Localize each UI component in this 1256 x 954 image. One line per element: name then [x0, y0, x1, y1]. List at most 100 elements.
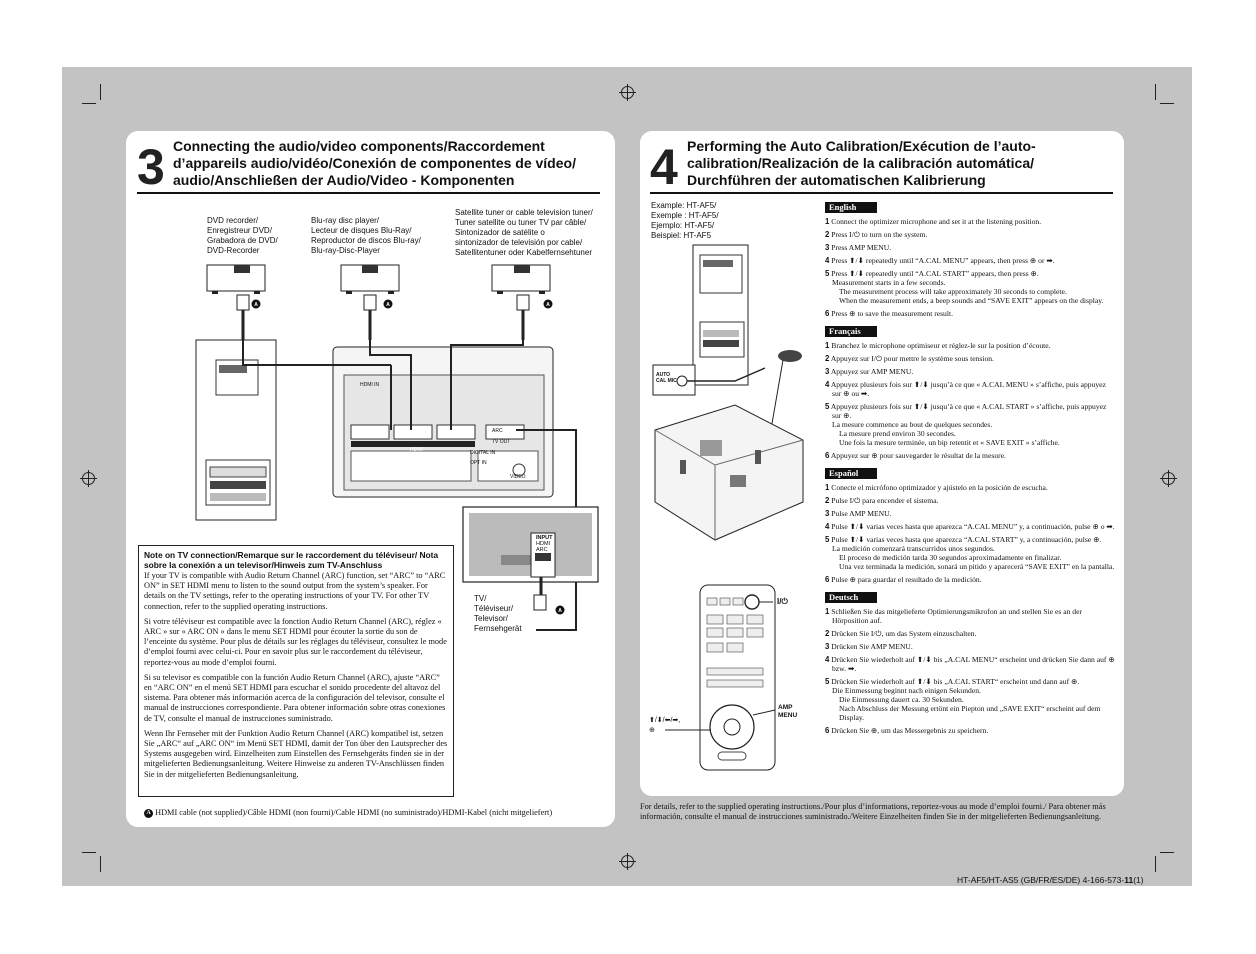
- language-header: Français: [825, 326, 877, 337]
- step-number: 2: [825, 496, 830, 505]
- note-paragraph-en: If your TV is compatible with Audio Retu…: [144, 571, 446, 611]
- bottom-note: For details, refer to the supplied opera…: [640, 802, 1106, 821]
- panel-label-hdmi-in: HDMI IN: [360, 382, 380, 388]
- crop-mark: [82, 852, 96, 853]
- dvd-recorder-icon: [206, 264, 266, 294]
- calibration-diagram: [652, 244, 804, 771]
- step-item: 1 Connect the optimizer microphone and s…: [825, 217, 1115, 226]
- step-number: 6: [825, 309, 830, 318]
- language-header: Español: [825, 468, 877, 479]
- arrow-buttons-label: ⬆/⬇/⬅/➡, ⊕: [649, 717, 681, 734]
- step-item: 2 Pulse I/⏻ para encender el sistema.: [825, 496, 1115, 505]
- step-item: 2 Drücken Sie I/⏻, um das System einzusc…: [825, 629, 1115, 638]
- step-item: 1 Schließen Sie das mitgelieferte Optimi…: [825, 607, 1115, 625]
- step-number: 4: [825, 655, 830, 664]
- panel-title: Performing the Auto Calibration/Exécutio…: [687, 138, 1036, 188]
- registration-mark: [80, 470, 97, 487]
- step-number: 1: [825, 341, 830, 350]
- crop-mark: [1160, 103, 1174, 104]
- step-number: 2: [825, 230, 830, 239]
- step-text: Connect the optimizer microphone and set…: [831, 217, 1042, 226]
- step-number: 5: [825, 535, 830, 544]
- step-number: 2: [825, 629, 830, 638]
- subwoofer-unit-icon: [195, 339, 277, 521]
- step-item: 3 Drücken Sie AMP MENU.: [825, 642, 1115, 651]
- crop-mark: [1160, 852, 1174, 853]
- step-item: 5 Pulse ⬆/⬇ varias veces hasta que apare…: [825, 535, 1115, 571]
- panel-label-video: VIDEO: [510, 474, 526, 480]
- step-number: 4: [825, 522, 830, 531]
- step-number: 5: [825, 269, 830, 278]
- bluray-player-icon: [340, 264, 400, 294]
- panel-label-hdmi: HDMI: [410, 447, 423, 453]
- panel-label-opt-in: OPT IN: [470, 460, 487, 466]
- title-rule: [650, 192, 1113, 194]
- step-number: 4: [825, 380, 830, 389]
- panel-label-tv-out: TV OUT: [492, 439, 511, 445]
- step-text: Appuyez plusieurs fois sur ⬆/⬇ jusqu’à c…: [830, 402, 1107, 420]
- step-number: 3: [825, 642, 830, 651]
- step-text: Press ⬆/⬇ repeatedly until “A.CAL START”…: [831, 269, 1039, 278]
- registration-mark: [619, 84, 636, 101]
- step-detail: Die Einmessung beginnt nach einigen Seku…: [832, 686, 1101, 722]
- language-block: Español 1 Conecte el micrófono optimizado…: [825, 468, 1115, 584]
- step-item: 5 Appuyez plusieurs fois sur ⬆/⬇ jusqu’à…: [825, 402, 1115, 447]
- step-detail: La medición comenzará transcurridos unos…: [832, 544, 1115, 571]
- step-text: Drücken Sie I/⏻, um das System einzuscha…: [831, 629, 977, 638]
- step-text: Schließen Sie das mitgelieferte Optimier…: [831, 607, 1082, 625]
- model-number: HT-AF5/HT-AS5 (GB/FR/ES/DE) 4-166-573-11…: [957, 875, 1144, 885]
- step-text: Press AMP MENU.: [831, 243, 892, 252]
- step-detail: La mesure commence au bout de quelques s…: [832, 420, 1060, 447]
- step-number: 5: [825, 402, 830, 411]
- step-number: 1: [825, 607, 830, 616]
- note-paragraph-de: Wenn Ihr Fernseher mit der Funktion Audi…: [144, 728, 448, 779]
- language-block: Français 1 Branchez le microphone optimis…: [825, 326, 1115, 460]
- power-button-label: I/⏻: [777, 597, 788, 606]
- crop-mark: [1155, 84, 1156, 100]
- step-text: Appuyez sur AMP MENU.: [830, 367, 914, 376]
- svg-text:A: A: [546, 302, 550, 308]
- step-text: Appuyez sur I/⏻ pour mettre le système s…: [830, 354, 994, 363]
- step-text: Pulse AMP MENU.: [831, 509, 892, 518]
- svg-text:A: A: [254, 302, 258, 308]
- step-item: 1 Conecte el micrófono optimizador y ajú…: [825, 483, 1115, 492]
- panel-label-digital-in: DIGITAL IN: [470, 450, 496, 456]
- step-detail: Measurement starts in a few seconds. The…: [832, 278, 1104, 305]
- step-number: 4: [650, 139, 678, 195]
- step-text: Press ⊕ to save the measurement result.: [831, 309, 953, 318]
- satellite-tuner-icon: [491, 264, 551, 294]
- step-number: 1: [825, 217, 830, 226]
- step-number: 2: [825, 354, 830, 363]
- registration-mark: [1160, 470, 1177, 487]
- tv-connection-note: Note on TV connection/Remarque sur le ra…: [138, 545, 454, 797]
- step-item: 1 Branchez le microphone optimiseur et r…: [825, 341, 1115, 350]
- amp-menu-label: AMP MENU: [778, 704, 798, 719]
- step-item: 6 Drücken Sie ⊕, um das Messergebnis zu …: [825, 726, 1115, 735]
- tv-hdmi-label: HDMI ARC: [536, 541, 551, 553]
- tv-icon: [462, 506, 599, 583]
- step-number: 1: [825, 483, 830, 492]
- step-text: Appuyez sur ⊕ pour sauvegarder le résult…: [830, 451, 1006, 460]
- step-number: 6: [825, 575, 830, 584]
- step-number: 5: [825, 677, 830, 686]
- mic-jack-label: AUTO CAL MIC: [656, 372, 677, 384]
- tv-input-label: INPUT: [536, 535, 553, 541]
- step-item: 6 Press ⊕ to save the measurement result…: [825, 309, 1115, 318]
- step-number: 6: [825, 451, 830, 460]
- step-item: 4 Drücken Sie wiederholt auf ⬆/⬇ bis „A.…: [825, 655, 1115, 673]
- step-number: 3: [825, 243, 830, 252]
- step-text: Drücken Sie wiederholt auf ⬆/⬇ bis „A.CA…: [831, 677, 1080, 686]
- step-item: 5 Drücken Sie wiederholt auf ⬆/⬇ bis „A.…: [825, 677, 1115, 722]
- step-number: 3: [825, 367, 830, 376]
- crop-mark: [100, 856, 101, 872]
- svg-text:A: A: [558, 608, 562, 614]
- step-text: Branchez le microphone optimiseur et rég…: [831, 341, 1051, 350]
- step-item: 4 Appuyez plusieurs fois sur ⬆/⬇ jusqu’à…: [825, 380, 1115, 398]
- cable-badge: A: [144, 808, 153, 818]
- step-text: Conecte el micrófono optimizador y ajúst…: [831, 483, 1048, 492]
- step-text: Pulse ⬆/⬇ varias veces hasta que aparezc…: [831, 522, 1115, 531]
